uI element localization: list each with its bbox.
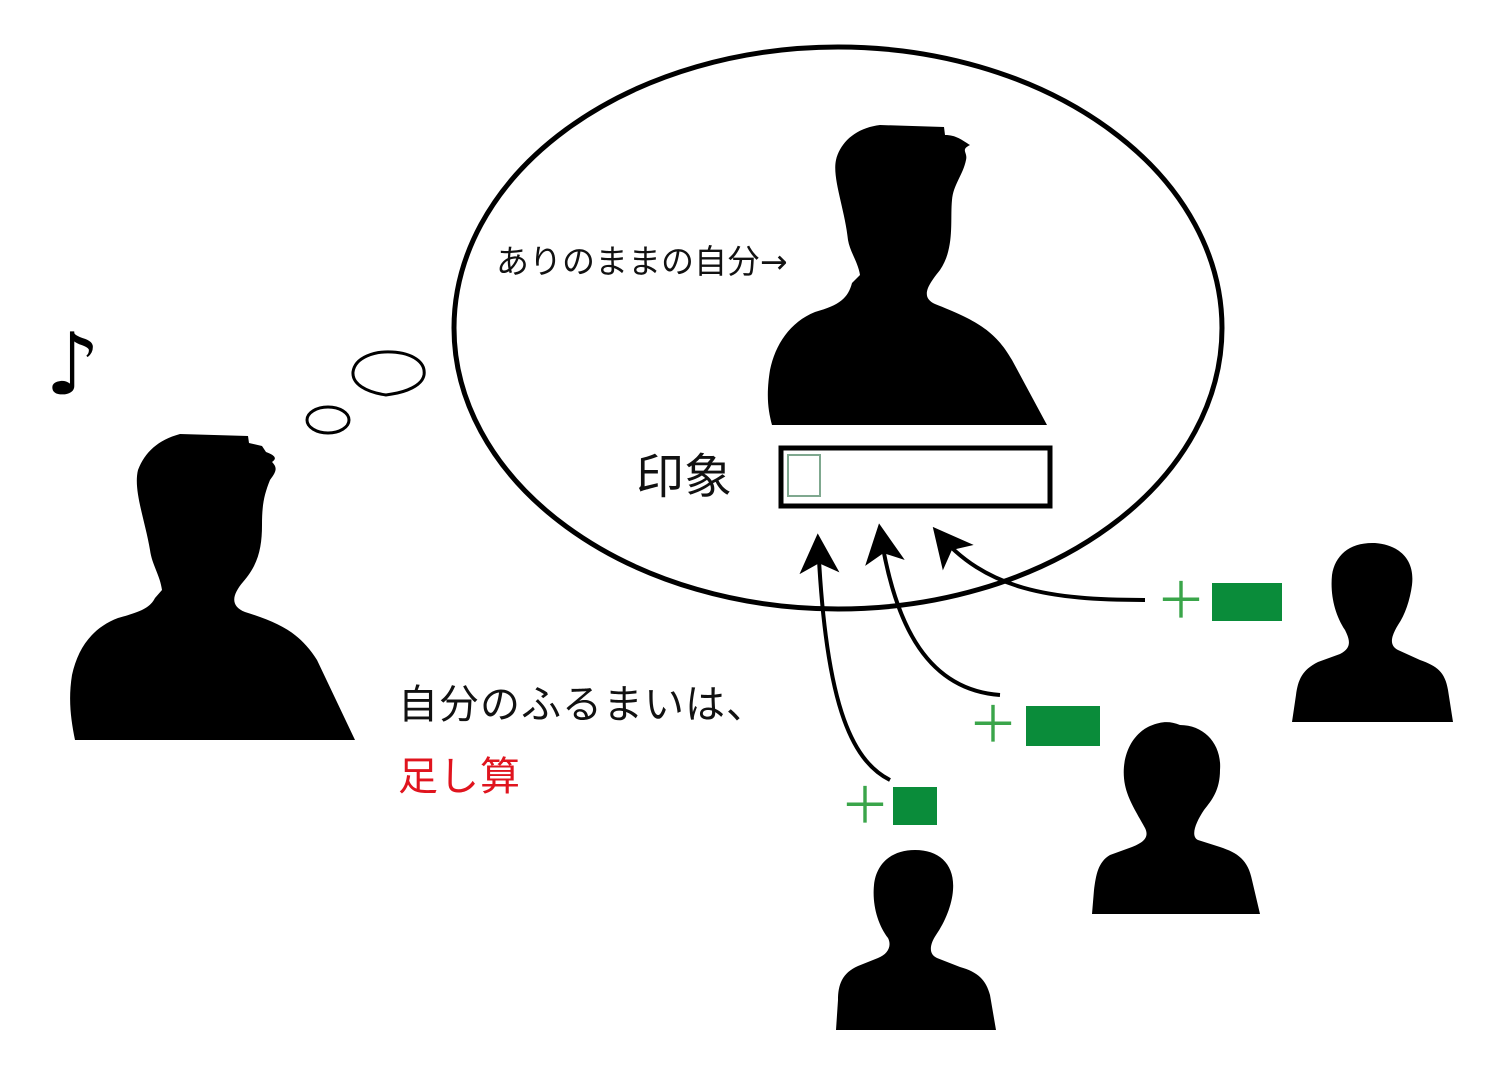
observer-silhouette-middle	[1092, 722, 1260, 914]
plus-sign-bottom: ＋	[840, 777, 890, 835]
plus-sign-middle: ＋	[968, 696, 1018, 754]
authentic-self-label: ありのままの自分→	[496, 242, 788, 281]
arrow-from-person-bottom	[799, 533, 891, 782]
observer-silhouette-right	[1292, 542, 1453, 722]
observer-silhouette-bottom	[836, 850, 996, 1030]
green-block-right	[1212, 583, 1282, 621]
impression-box	[778, 445, 1053, 509]
arrow-from-person-right	[932, 526, 1146, 602]
addition-label: 足し算	[398, 754, 521, 800]
plus-sign-right: ＋	[1156, 572, 1206, 630]
person-silhouette	[70, 434, 355, 740]
self-image-silhouette	[767, 125, 1047, 425]
thought-bubble-small	[305, 405, 351, 435]
impression-box-marker	[787, 454, 821, 497]
thought-bubble	[451, 44, 1225, 612]
arrow-from-person-middle	[865, 523, 1001, 697]
impression-label: 印象	[636, 449, 733, 505]
behavior-label: 自分のふるまいは、	[398, 682, 767, 728]
music-note-icon: ♪	[45, 315, 100, 415]
thought-bubble-medium	[351, 350, 426, 397]
green-block-bottom	[893, 787, 937, 825]
green-block-middle	[1026, 706, 1100, 746]
